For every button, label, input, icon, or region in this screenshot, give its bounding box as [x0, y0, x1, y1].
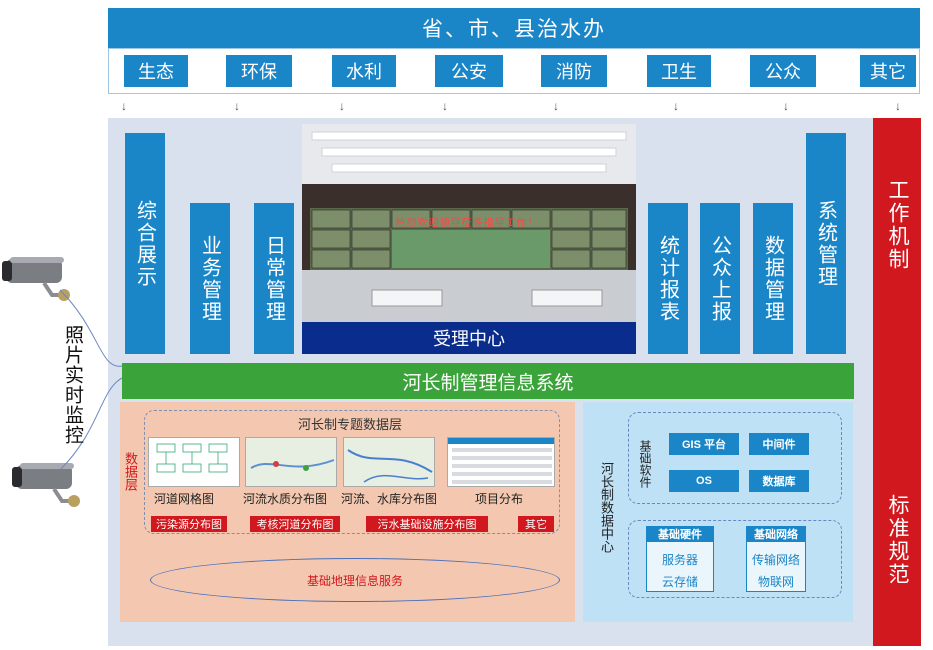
transmission-network-label: 传输网络	[751, 552, 800, 567]
infrastructure-frame	[628, 520, 842, 598]
control-room-image	[302, 124, 636, 354]
dept-ecology: 生态	[124, 55, 188, 87]
map-caption-river-reservoir: 河流、水库分布图	[341, 492, 438, 506]
camera-monitoring-label: 照片实时监控	[62, 325, 83, 445]
dept-police: 公安	[435, 55, 503, 87]
module-dashboard: 综合展示	[125, 133, 165, 354]
acceptance-center-label: 受理中心	[302, 322, 636, 354]
sewage-facility-map-label: 污水基础设施分布图	[366, 516, 488, 532]
camera-connector-lines	[60, 289, 123, 471]
pollution-source-map-label: 污染源分布图	[151, 516, 227, 532]
arrow-down-icon: ↓	[121, 99, 127, 113]
module-daily: 日常管理	[254, 203, 294, 354]
os-chip: OS	[669, 470, 739, 492]
base-hardware-title: 基础硬件	[646, 526, 714, 542]
assessment-river-map-label: 考核河道分布图	[250, 516, 340, 532]
arrow-down-icon: ↓	[442, 99, 448, 113]
data-layer-side-label: 数据层	[123, 452, 138, 491]
arrow-down-icon: ↓	[783, 99, 789, 113]
base-software-label: 基础软件	[638, 440, 652, 488]
camera-icon	[0, 245, 100, 305]
map-caption-projects: 项目分布	[475, 492, 524, 506]
module-statistics: 统计报表	[648, 203, 688, 354]
standards-label: 标准规范	[886, 494, 909, 586]
database-chip: 数据库	[749, 470, 809, 492]
base-network-title: 基础网络	[746, 526, 806, 542]
water-quality-map-thumbnail	[245, 437, 337, 487]
work-mechanism-label: 工作机制	[886, 179, 909, 271]
data-layer-title: 河长制专题数据层	[297, 417, 402, 432]
arrow-down-icon: ↓	[895, 99, 901, 113]
map-caption-grid: 河道网格图	[154, 492, 215, 506]
module-business: 业务管理	[190, 203, 230, 354]
gis-platform-chip: GIS 平台	[669, 433, 739, 455]
dept-other: 其它	[860, 55, 916, 87]
dept-public: 公众	[750, 55, 816, 87]
middleware-chip: 中间件	[749, 433, 809, 455]
arrow-down-icon: ↓	[234, 99, 240, 113]
camera-icon	[0, 455, 100, 515]
river-reservoir-map-thumbnail	[343, 437, 435, 487]
arrow-down-icon: ↓	[339, 99, 345, 113]
module-system-management: 系统管理	[806, 133, 846, 354]
module-public-report: 公众上报	[700, 203, 740, 354]
red-sidebar	[873, 118, 921, 646]
data-layer-frame	[144, 410, 560, 534]
other-map-label: 其它	[518, 516, 554, 532]
arrow-down-icon: ↓	[553, 99, 559, 113]
grid-map-thumbnail	[148, 437, 240, 487]
base-software-frame	[628, 412, 842, 504]
dept-water: 水利	[332, 55, 396, 87]
data-center-label: 河长制数据中心	[599, 462, 614, 553]
header-title: 省、市、县治水办	[108, 8, 920, 48]
cloud-storage-label: 云存储	[661, 574, 698, 589]
module-data-management: 数据管理	[753, 203, 793, 354]
server-label: 服务器	[661, 552, 698, 567]
dept-health: 卫生	[647, 55, 711, 87]
base-geo-service: 基础地理信息服务	[150, 558, 560, 602]
project-map-thumbnail	[447, 437, 555, 487]
system-bar: 河长制管理信息系统	[122, 363, 854, 399]
iot-label: 物联网	[757, 574, 794, 589]
map-caption-water-quality: 河流水质分布图	[243, 492, 328, 506]
dept-environment: 环保	[226, 55, 292, 87]
dept-fire: 消防	[541, 55, 607, 87]
arrow-down-icon: ↓	[673, 99, 679, 113]
screen-banner: 热烈欢迎领导莅临指导工作！	[395, 218, 539, 229]
